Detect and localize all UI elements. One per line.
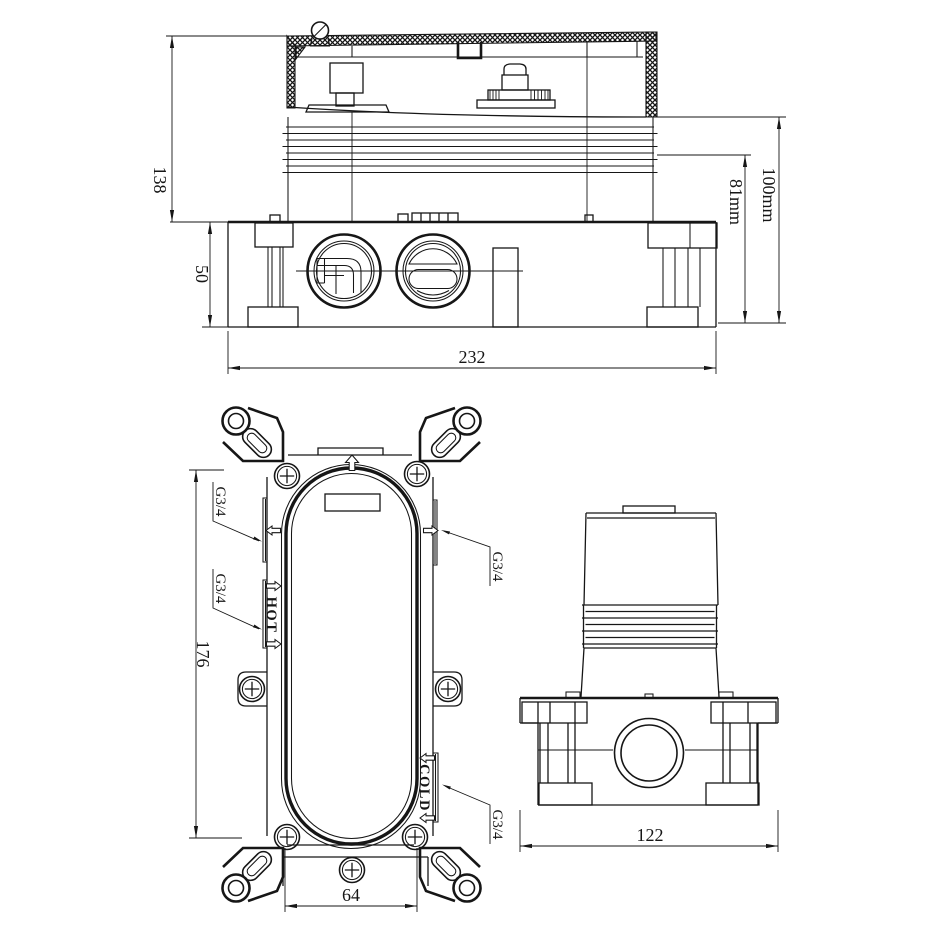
cover-right-wall xyxy=(645,31,658,118)
thread-callout-left-upper: G3/4 xyxy=(212,482,264,544)
dim-122-label: 122 xyxy=(637,825,664,845)
flow-arrow-icon xyxy=(265,580,282,592)
dim-50-label: 50 xyxy=(192,265,212,283)
side-port xyxy=(613,717,685,789)
thread-label: G3/4 xyxy=(212,574,228,605)
dimension-arrow-icon xyxy=(169,209,175,223)
plate-fittings xyxy=(269,212,594,223)
up-arrow-icon xyxy=(344,454,360,472)
left-bracket-side xyxy=(521,701,593,806)
right-mount-bracket xyxy=(646,222,718,328)
dimension-arrow-icon xyxy=(404,903,418,909)
dim-64-label: 64 xyxy=(342,885,360,905)
front-section-view: 138 50 232 81mm 100mm xyxy=(150,21,786,374)
dimension-arrow-icon xyxy=(207,314,213,328)
dimension-arrow-icon xyxy=(284,903,298,909)
dimension-arrow-icon xyxy=(169,35,175,49)
cover-top-wall xyxy=(286,31,657,47)
dim-138-label: 138 xyxy=(150,167,170,194)
dimension-232: 232 xyxy=(227,331,717,374)
mounting-ear xyxy=(221,846,285,903)
dimension-arrow-icon xyxy=(776,310,782,324)
mounting-ear xyxy=(418,846,482,903)
dimension-arrow-icon xyxy=(193,825,199,839)
dimension-arrow-icon xyxy=(742,154,748,168)
dimension-50: 50 xyxy=(192,221,228,328)
guard-window xyxy=(324,493,381,512)
diverter-stem xyxy=(305,62,390,222)
hot-label: HOT xyxy=(263,597,279,634)
hot-valve-port xyxy=(306,233,382,309)
dimension-64: 64 xyxy=(284,848,418,912)
thread-callout-left-lower: G3/4 xyxy=(212,569,264,632)
thread-label: G3/4 xyxy=(489,810,505,841)
dimension-arrow-icon xyxy=(519,843,533,849)
dimension-arrow-icon xyxy=(703,365,717,371)
neck-side xyxy=(580,647,720,698)
phillips-screw-icon xyxy=(403,460,431,488)
dimension-arrow-icon xyxy=(776,116,782,130)
thread-callout-right-lower: G3/4 xyxy=(440,782,505,844)
base-body-side xyxy=(519,691,779,806)
dimension-arrow-icon xyxy=(207,221,213,235)
bracket-front-view: HOT COLD G3/4 G3/4 G3/4 G3/4 xyxy=(189,406,505,912)
cover-left-wall xyxy=(286,34,296,109)
leader-arrow-icon xyxy=(252,536,264,544)
flow-arrow-icon xyxy=(265,638,282,650)
leader-arrow-icon xyxy=(440,782,452,790)
cover-side xyxy=(583,512,719,606)
phillips-screw-icon xyxy=(273,823,301,851)
side-view: 122 xyxy=(519,505,779,852)
plaster-guard-opening xyxy=(280,463,422,850)
rib-section xyxy=(282,117,658,222)
leader-arrow-icon xyxy=(252,624,264,632)
cover-bottom-edge xyxy=(286,106,647,118)
dimension-arrow-icon xyxy=(765,843,779,849)
rail-notch xyxy=(456,42,483,60)
right-bracket-side xyxy=(705,701,777,806)
right-arrow-icon xyxy=(422,524,439,537)
phillips-screw-icon xyxy=(273,462,301,490)
rib-section-side xyxy=(582,604,718,649)
mounting-ear xyxy=(418,406,482,463)
dimension-arrow-icon xyxy=(193,469,199,483)
phillips-screw-icon xyxy=(338,856,366,884)
cover-knob xyxy=(622,505,676,514)
dimension-138: 138 xyxy=(150,35,290,223)
left-mount-bracket xyxy=(247,222,299,328)
dimension-100mm: 100mm xyxy=(657,116,786,324)
dim-232-label: 232 xyxy=(459,347,486,367)
hot-port-label: HOT xyxy=(263,580,282,650)
mounting-ear xyxy=(221,406,285,463)
dim-81mm-label: 81mm xyxy=(726,179,746,225)
leader-arrow-icon xyxy=(439,528,451,535)
dimension-81mm: 81mm xyxy=(657,154,751,324)
valve-body-outline xyxy=(227,222,717,328)
dimension-arrow-icon xyxy=(742,310,748,324)
body-rib xyxy=(492,247,519,328)
dimension-176: 176 xyxy=(189,469,242,839)
dimension-122: 122 xyxy=(519,810,779,852)
cold-port-label: COLD xyxy=(416,752,436,824)
phillips-screw-icon xyxy=(238,675,266,703)
dimension-arrow-icon xyxy=(227,365,241,371)
flow-arrow-icon xyxy=(419,812,436,824)
thread-label: G3/4 xyxy=(489,552,505,583)
cold-label: COLD xyxy=(416,764,432,812)
cover-screw-icon xyxy=(309,21,331,47)
phillips-screw-icon xyxy=(401,823,429,851)
left-arrow-icon xyxy=(265,524,282,537)
cold-valve-port xyxy=(395,233,471,309)
flow-arrow-icon xyxy=(419,752,436,764)
dim-100mm-label: 100mm xyxy=(759,167,779,222)
thread-label: G3/4 xyxy=(212,487,228,518)
thread-callout-right-upper: G3/4 xyxy=(439,528,505,586)
dim-176-label: 176 xyxy=(193,641,213,668)
phillips-screw-icon xyxy=(434,675,462,703)
